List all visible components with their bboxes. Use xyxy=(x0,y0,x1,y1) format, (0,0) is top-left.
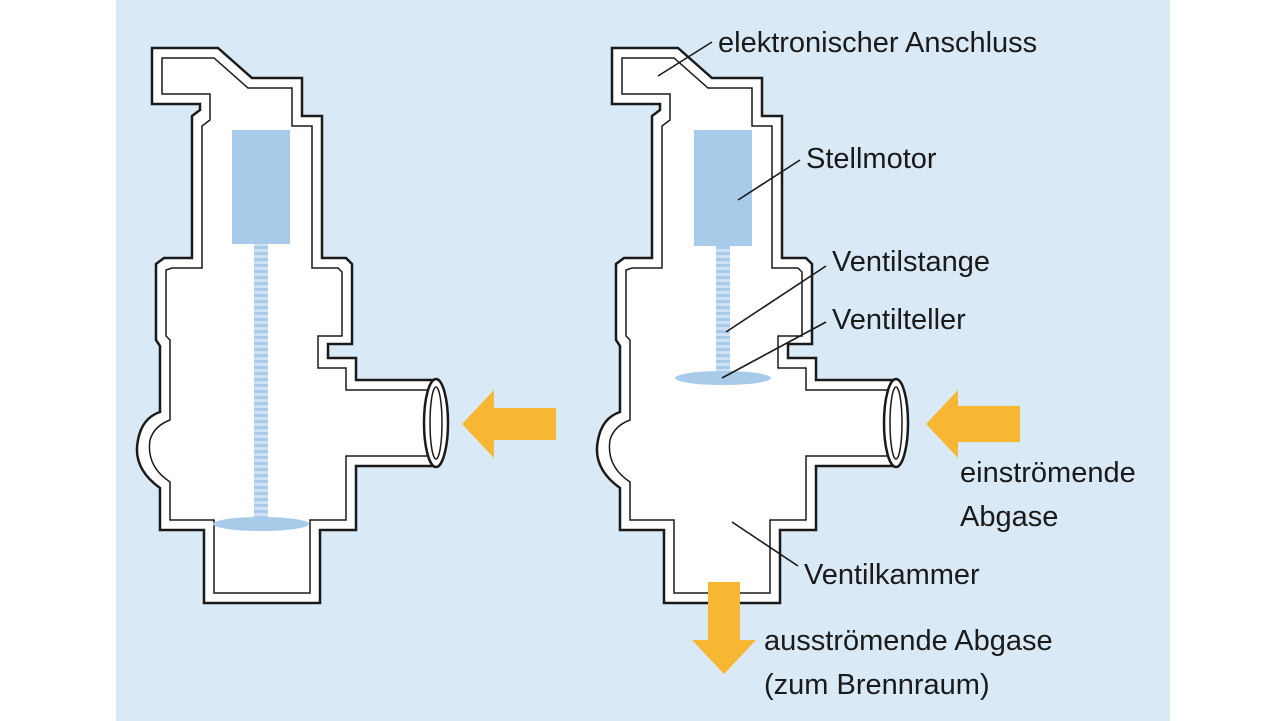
valve-open-inflow-arrow xyxy=(926,390,1020,458)
valve-closed-disc xyxy=(213,517,309,531)
leader-motor xyxy=(737,159,801,201)
valve-closed-inlet xyxy=(422,377,450,469)
outflow-arrow xyxy=(692,582,756,674)
valve-open-inlet xyxy=(882,377,910,469)
leader-lines xyxy=(657,41,827,567)
label-outflow-line1: ausströmende Abgase xyxy=(764,625,1053,657)
valve-closed xyxy=(135,46,556,605)
label-stem: Ventilstange xyxy=(832,246,990,278)
leader-stem xyxy=(725,265,827,333)
label-chamber: Ventilkammer xyxy=(804,559,980,591)
label-outflow-line2: (zum Brennraum) xyxy=(764,669,990,701)
valve-open xyxy=(595,46,1020,605)
leader-chamber xyxy=(731,521,799,567)
label-disc: Ventilteller xyxy=(832,304,966,336)
leader-connector xyxy=(657,41,713,77)
leader-disc xyxy=(721,321,827,379)
label-motor: Stellmotor xyxy=(806,143,937,175)
valve-closed-inflow-arrow xyxy=(462,390,556,458)
label-inflow-line2: Abgase xyxy=(960,501,1058,533)
valve-closed-motor xyxy=(232,130,290,244)
valve-open-motor xyxy=(694,130,752,246)
label-inflow-line1: einströmende xyxy=(960,457,1136,489)
valve-open-stem xyxy=(716,246,730,372)
label-connector: elektronischer Anschluss xyxy=(718,27,1037,59)
valve-closed-stem xyxy=(254,244,268,520)
